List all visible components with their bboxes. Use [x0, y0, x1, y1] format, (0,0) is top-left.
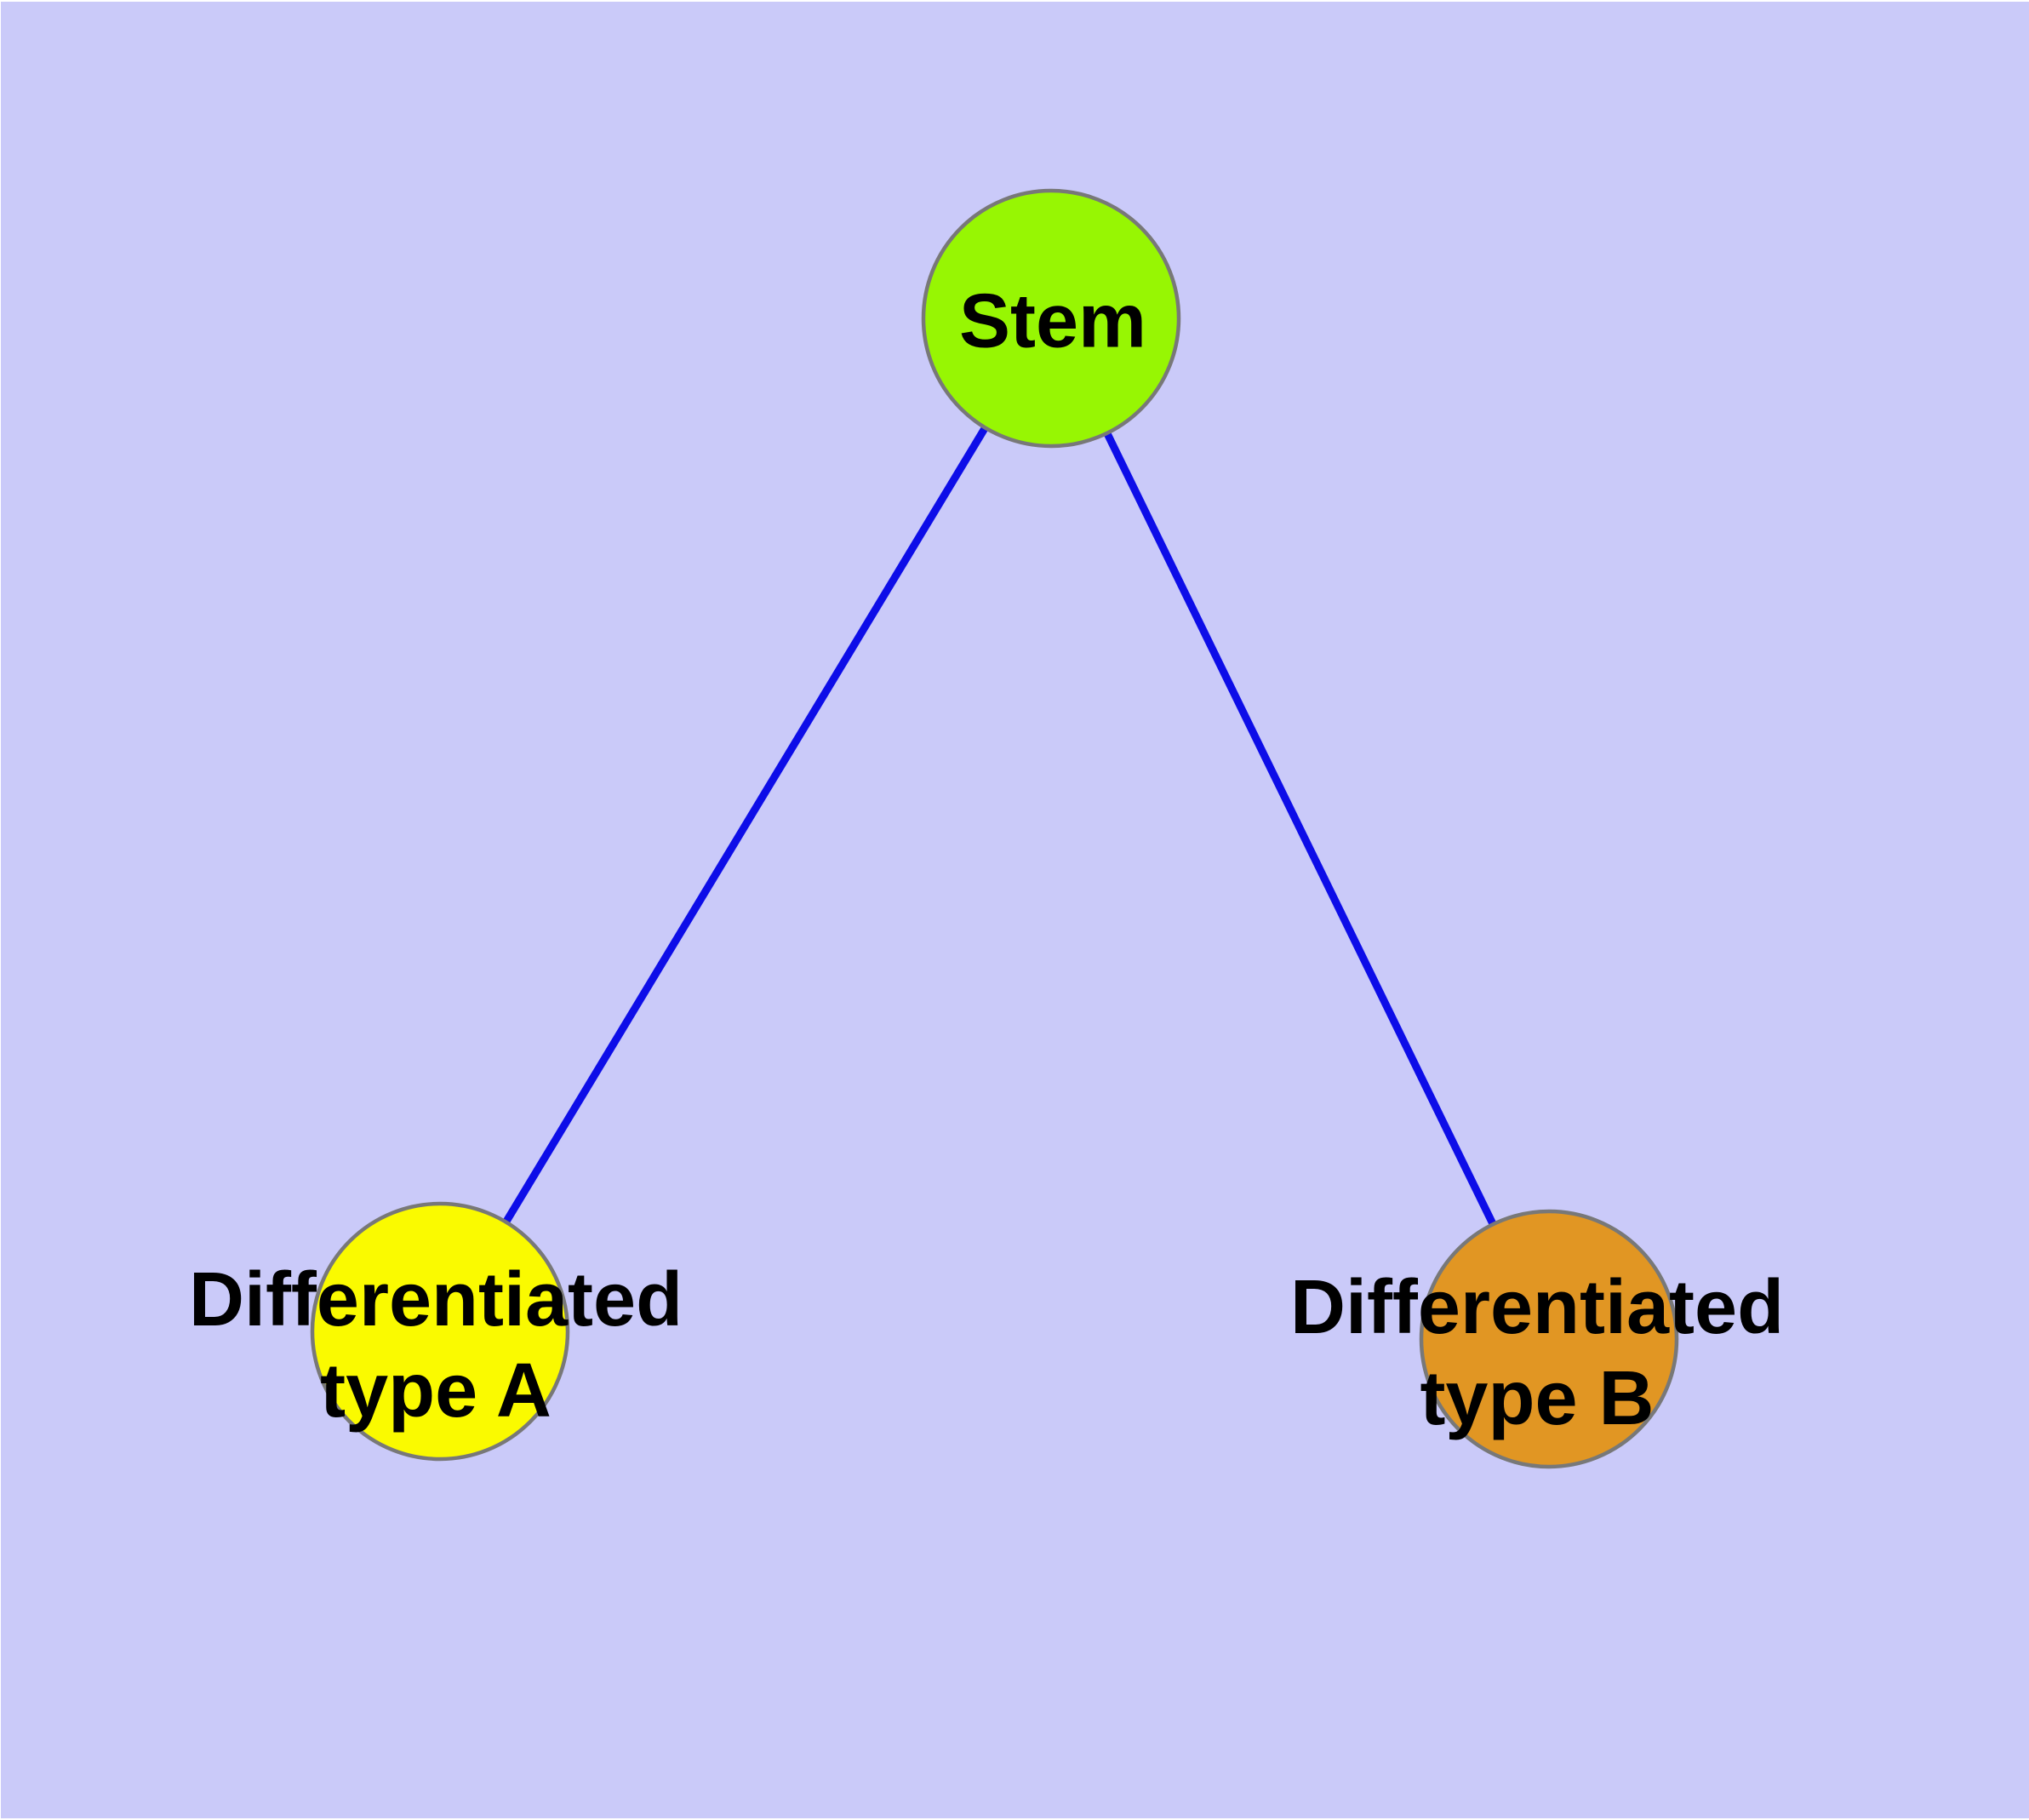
- node-differentiated-type-b-circle: [1419, 1209, 1679, 1469]
- edge-stem-to-type-b: [1047, 317, 1553, 1341]
- node-stem-circle: [921, 188, 1181, 449]
- edge-stem-to-type-a: [437, 316, 1055, 1334]
- node-differentiated-type-a-circle: [310, 1201, 570, 1462]
